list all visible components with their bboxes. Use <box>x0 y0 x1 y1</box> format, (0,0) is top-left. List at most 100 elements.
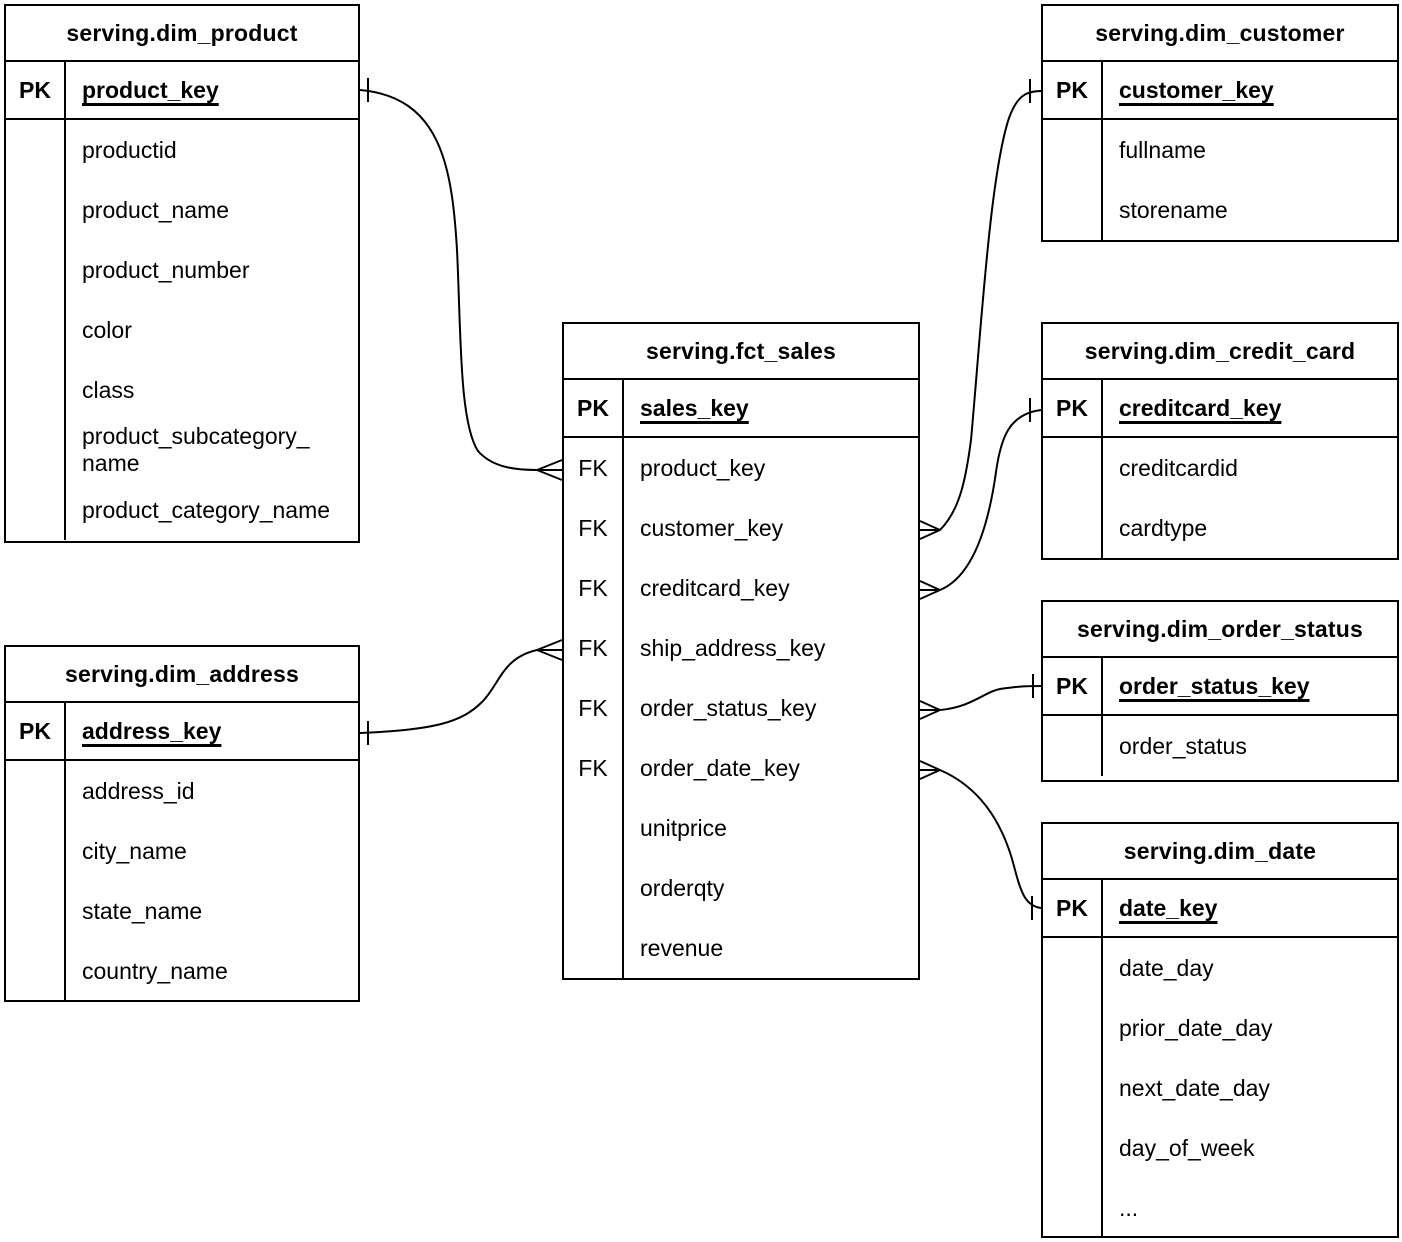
fk-badge: FK <box>578 634 608 661</box>
relationship-address <box>359 639 563 745</box>
crow-foot-many-icon <box>919 580 941 600</box>
field-name: revenue <box>640 934 724 961</box>
field-list: order_status <box>1043 716 1397 776</box>
pk-field-name: product_key <box>82 76 219 103</box>
fk-badge <box>6 120 64 180</box>
pk-badge: PK <box>1043 380 1103 436</box>
field-name: orderqty <box>640 874 725 901</box>
field-row: fullname <box>1043 120 1397 180</box>
field-list: creditcardid cardtype <box>1043 438 1397 558</box>
fk-badge: FK <box>578 454 608 481</box>
table-dim-customer: serving.dim_customer PK customer_key ful… <box>1041 4 1399 242</box>
field-row: FK product_key <box>564 438 918 498</box>
field-name: ship_address_key <box>640 634 826 661</box>
relationship-product <box>359 78 563 481</box>
field-name: product_name <box>82 196 230 223</box>
field-name: product_key <box>640 454 766 481</box>
pk-field-name: address_key <box>82 717 222 744</box>
field-row: product_number <box>6 240 358 300</box>
fk-badge <box>6 420 64 480</box>
crow-foot-many-icon <box>536 639 563 661</box>
field-name: product_category_name <box>82 496 331 523</box>
field-name: product_number <box>82 256 250 283</box>
pk-field-name: creditcard_key <box>1119 394 1282 421</box>
table-title: serving.dim_customer <box>1043 6 1397 62</box>
pk-row: PK product_key <box>6 62 358 120</box>
field-name: address_id <box>82 777 195 804</box>
field-name: fullname <box>1119 136 1206 163</box>
table-title: serving.dim_product <box>6 6 358 62</box>
field-row: order_status <box>1043 716 1397 776</box>
field-row: date_day <box>1043 938 1397 998</box>
pk-badge: PK <box>564 380 624 436</box>
crow-foot-many-icon <box>919 700 941 720</box>
field-name: class <box>82 376 135 403</box>
fk-badge <box>6 821 64 881</box>
field-name: color <box>82 316 132 343</box>
field-name: storename <box>1119 196 1228 223</box>
field-row: productid <box>6 120 358 180</box>
fk-badge <box>1043 120 1101 180</box>
field-row: product_category_name <box>6 480 358 540</box>
relationship-credit-card <box>919 398 1042 600</box>
crow-foot-many-icon <box>919 760 941 780</box>
field-row: FK ship_address_key <box>564 618 918 678</box>
field-row: next_date_day <box>1043 1058 1397 1118</box>
field-row: color <box>6 300 358 360</box>
crow-foot-many-icon <box>536 459 563 481</box>
field-name: customer_key <box>640 514 784 541</box>
fk-badge <box>6 480 64 540</box>
pk-badge: PK <box>6 703 66 759</box>
fk-badge <box>1043 438 1101 498</box>
field-name: cardtype <box>1119 514 1208 541</box>
fk-badge <box>1043 1118 1101 1178</box>
table-dim-order-status: serving.dim_order_status PK order_status… <box>1041 600 1399 782</box>
pk-row: PK address_key <box>6 703 358 761</box>
fk-badge: FK <box>578 754 608 781</box>
field-row: storename <box>1043 180 1397 240</box>
table-title: serving.dim_date <box>1043 824 1397 880</box>
field-row: country_name <box>6 941 358 1001</box>
relationship-order-status <box>919 674 1042 720</box>
relationship-order-date <box>919 760 1042 920</box>
field-name: country_name <box>82 957 228 984</box>
field-name: city_name <box>82 837 187 864</box>
fk-badge <box>6 360 64 420</box>
pk-badge: PK <box>1043 658 1103 714</box>
table-title: serving.dim_address <box>6 647 358 703</box>
pk-row: PK date_key <box>1043 880 1397 938</box>
fk-badge: FK <box>578 574 608 601</box>
table-dim-product: serving.dim_product PK product_key produ… <box>4 4 360 543</box>
field-row: orderqty <box>564 858 918 918</box>
fk-badge <box>6 300 64 360</box>
field-row: revenue <box>564 918 918 978</box>
fk-badge <box>6 761 64 821</box>
pk-row: PK sales_key <box>564 380 918 438</box>
fk-badge <box>6 240 64 300</box>
field-row: address_id <box>6 761 358 821</box>
table-fct-sales: serving.fct_sales PK sales_key FK product… <box>562 322 920 980</box>
fk-badge <box>564 918 622 978</box>
field-row: product_subcategory_ name <box>6 420 358 480</box>
pk-field-name: date_key <box>1119 894 1218 921</box>
field-list: fullname storename <box>1043 120 1397 240</box>
field-row: prior_date_day <box>1043 998 1397 1058</box>
field-name: product_subcategory_ name <box>82 423 310 476</box>
field-row: unitprice <box>564 798 918 858</box>
relationship-customer <box>919 79 1042 540</box>
table-title: serving.fct_sales <box>564 324 918 380</box>
table-dim-credit-card: serving.dim_credit_card PK creditcard_ke… <box>1041 322 1399 560</box>
field-name: creditcardid <box>1119 454 1238 481</box>
pk-row: PK creditcard_key <box>1043 380 1397 438</box>
field-name: date_day <box>1119 954 1214 981</box>
fk-badge <box>6 180 64 240</box>
field-row: city_name <box>6 821 358 881</box>
